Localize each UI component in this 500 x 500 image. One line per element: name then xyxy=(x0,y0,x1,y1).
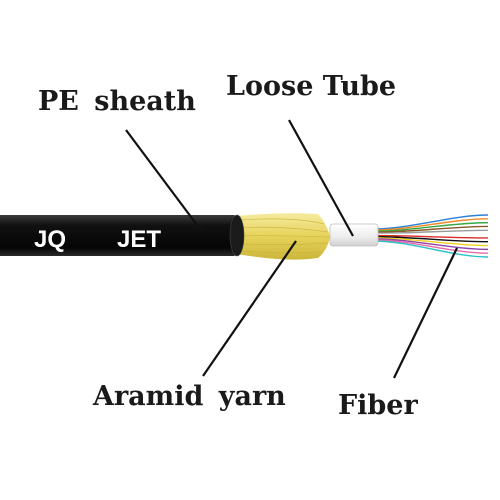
fiber-strand xyxy=(371,218,489,231)
fiber-strand xyxy=(371,235,489,243)
fiber-strand xyxy=(371,225,489,233)
fiber-bundle xyxy=(371,214,489,258)
aramid-yarn xyxy=(236,213,330,260)
fiber-strand xyxy=(371,237,489,247)
leader-pe-sheath xyxy=(125,129,204,234)
loose-tube xyxy=(329,223,379,247)
fiber-strand xyxy=(371,214,489,230)
aramid-strands xyxy=(239,218,331,254)
pe-sheath-body xyxy=(0,215,244,256)
leader-fiber xyxy=(393,247,458,379)
fiber-strand xyxy=(371,234,489,239)
fiber-strand xyxy=(371,229,489,235)
cable-print-left: JQ xyxy=(34,226,67,253)
fiber-strand xyxy=(371,239,489,254)
pe-sheath-end xyxy=(229,214,245,257)
leader-loose-tube xyxy=(288,119,354,237)
leader-aramid-yarn xyxy=(202,240,297,377)
label-aramid-yarn: Aramid yarn xyxy=(93,381,286,412)
label-fiber: Fiber xyxy=(338,390,418,421)
leader-lines xyxy=(125,119,458,379)
fiber-strand xyxy=(371,240,489,258)
fiber-strand xyxy=(371,221,489,232)
cable-print-right: JET xyxy=(117,226,162,253)
label-pe-sheath: PE sheath xyxy=(38,86,196,117)
label-loose-tube: Loose Tube xyxy=(226,71,397,102)
fiber-strand xyxy=(371,238,489,251)
